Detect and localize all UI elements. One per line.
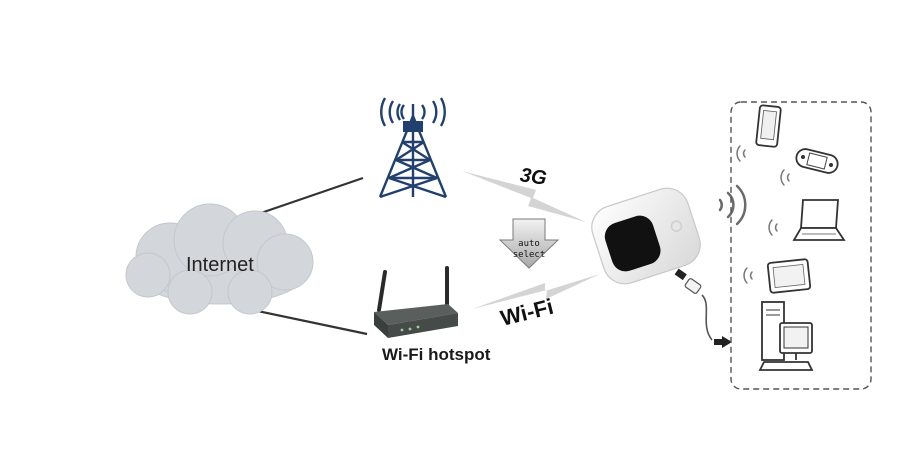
internet-tower-link <box>257 176 364 216</box>
cloud-icon <box>125 203 314 315</box>
desktop-computer-icon <box>758 301 814 371</box>
auto-select-label-line1: auto <box>518 239 540 249</box>
wifi-signal-icon <box>743 267 753 284</box>
smartphone-icon <box>755 104 782 148</box>
lightning-3g-icon <box>462 171 586 222</box>
tablet-icon <box>766 258 812 294</box>
device-signal-icon <box>718 184 747 226</box>
auto-select-label-line2: select <box>513 250 546 260</box>
mobile-wifi-device-icon <box>591 187 701 285</box>
auto-select-arrow-icon <box>498 218 560 269</box>
label-3g: 3G <box>519 164 548 190</box>
wifi-signal-icon <box>736 145 746 162</box>
internet-label: Internet <box>186 254 254 276</box>
internet-hotspot-link <box>247 307 368 336</box>
wifi-signal-icon <box>768 219 778 236</box>
usb-cable-icon <box>674 268 732 348</box>
game-console-icon <box>795 148 839 174</box>
laptop-icon <box>792 199 846 241</box>
router-icon <box>374 266 458 338</box>
wifi-hotspot-label: Wi-Fi hotspot <box>382 345 491 364</box>
lightning-wifi-icon <box>472 274 600 309</box>
connected-devices-box <box>730 101 872 390</box>
cell-tower-icon <box>378 97 448 199</box>
wifi-signal-icon <box>780 169 790 186</box>
